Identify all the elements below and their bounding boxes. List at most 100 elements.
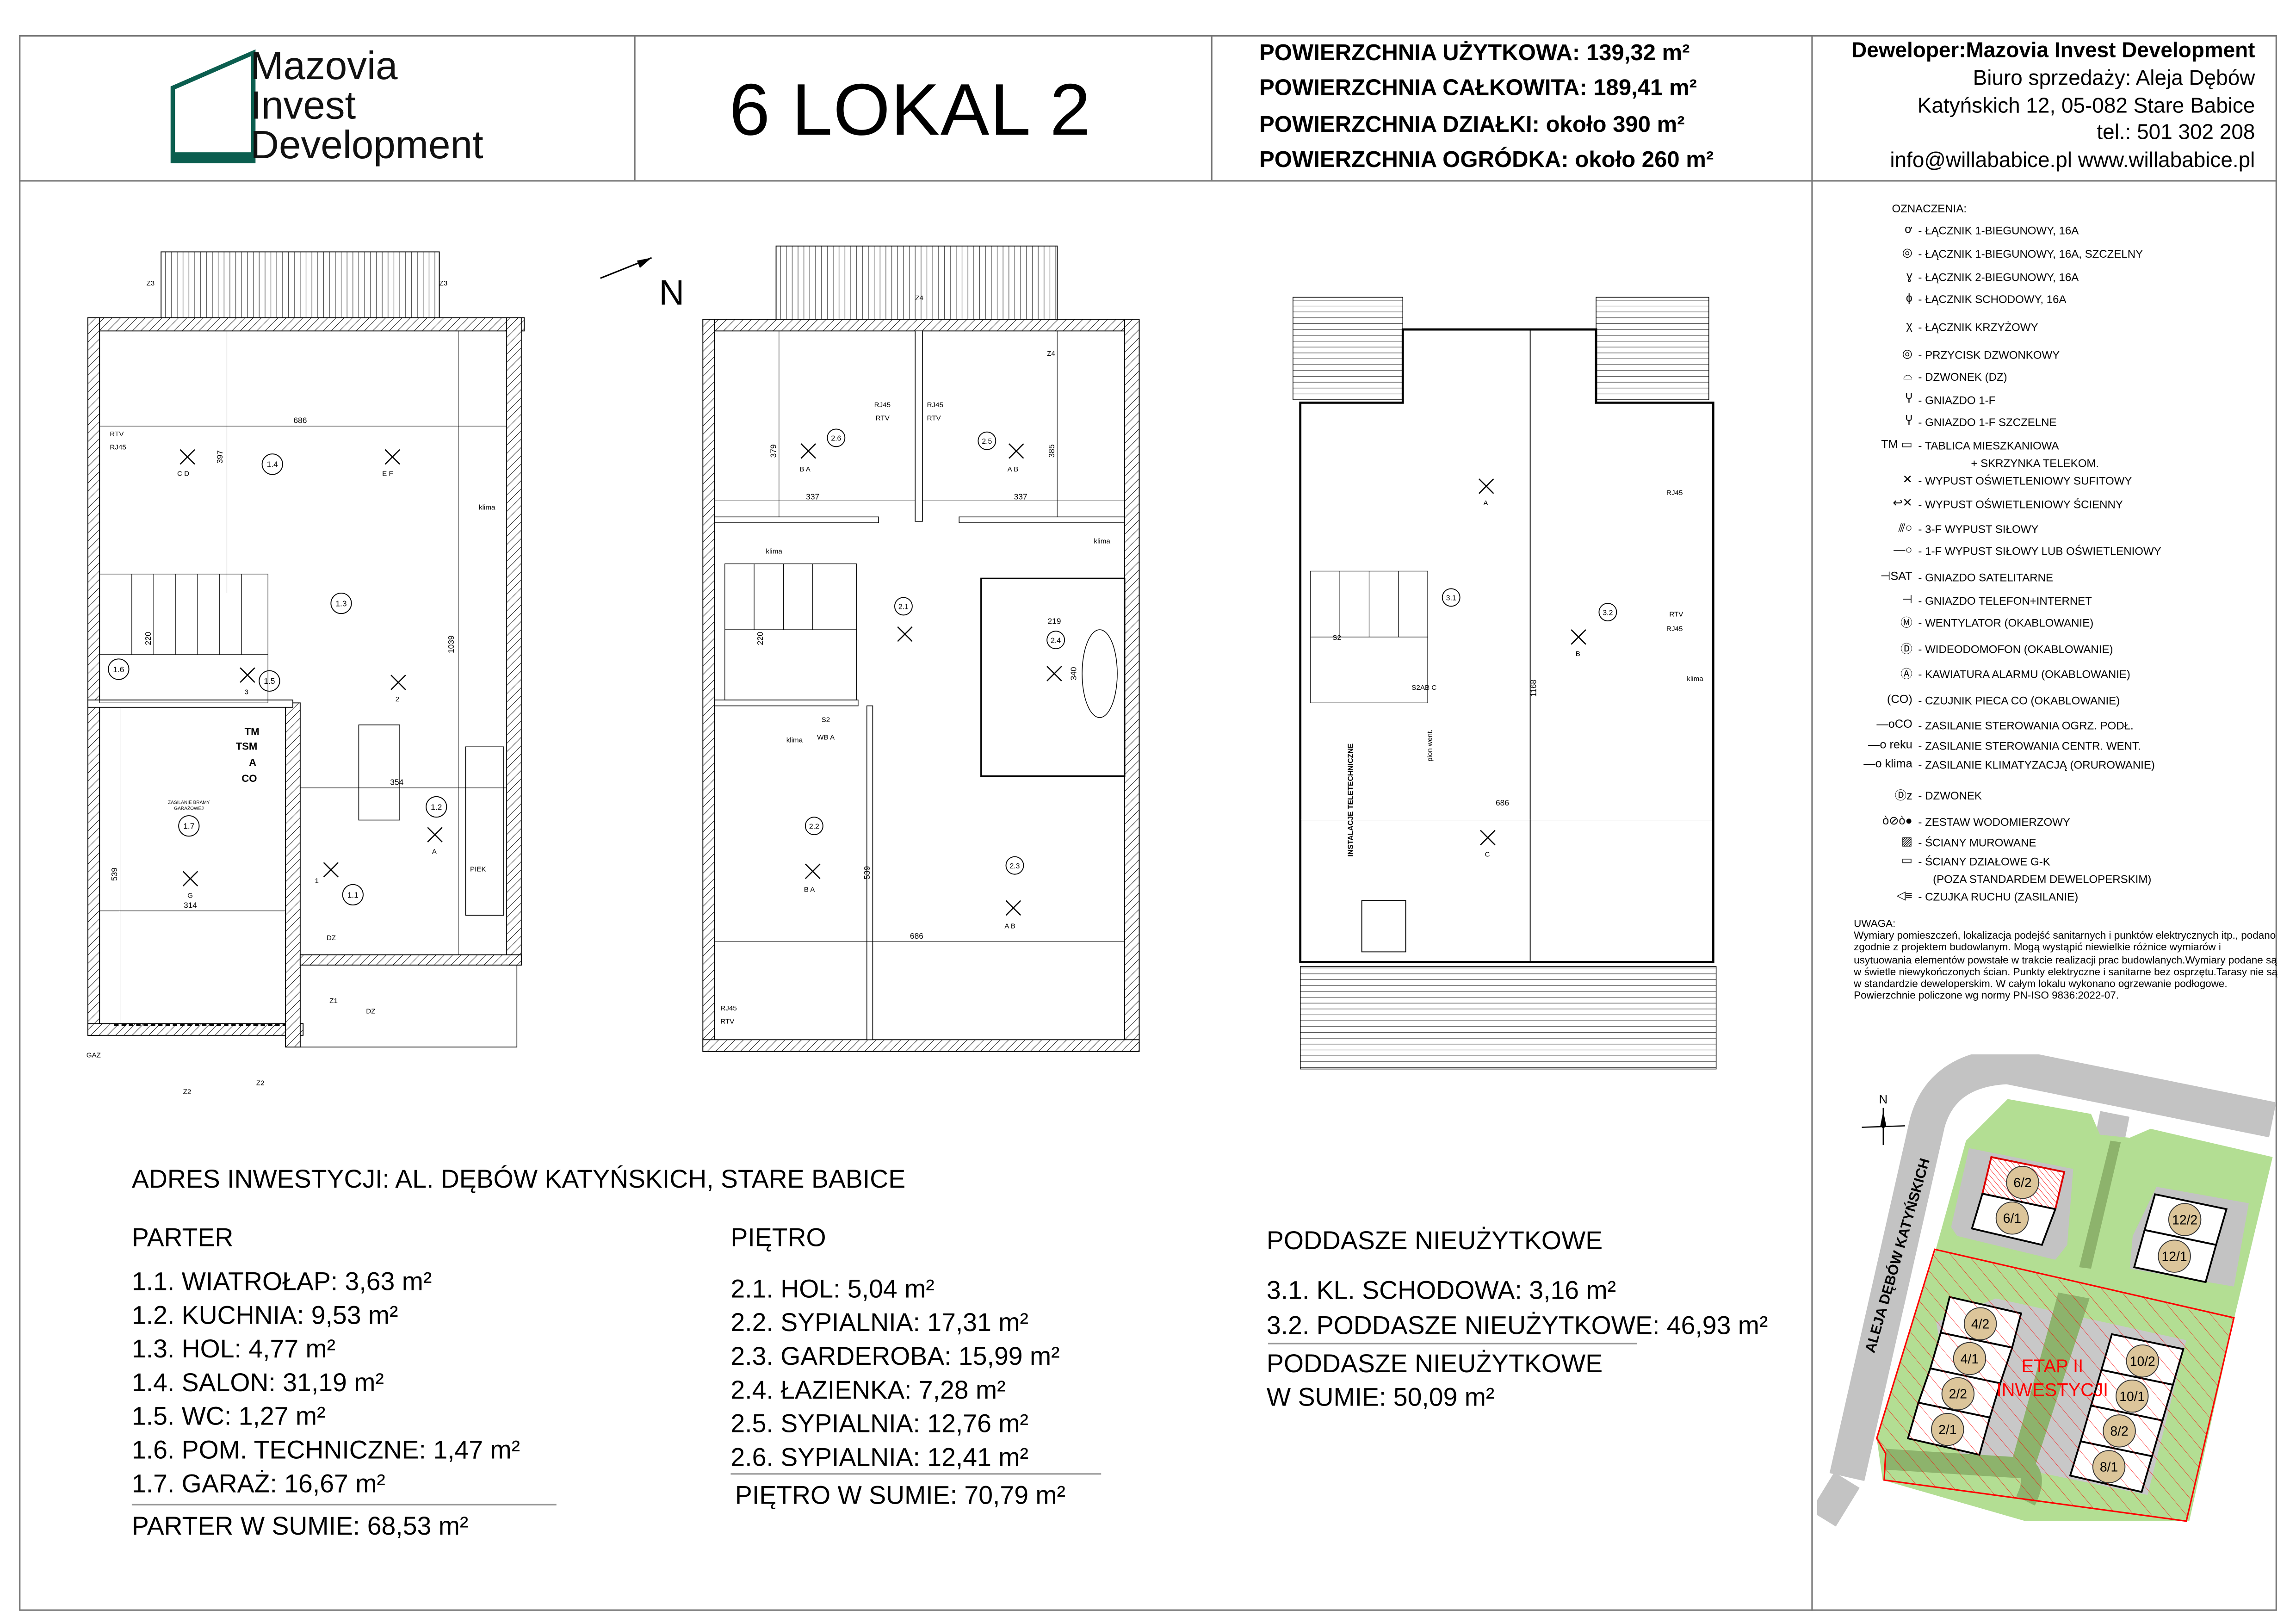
phone[interactable]: tel.: 501 302 208 [2097, 121, 2255, 145]
rtv-label: RTV [110, 430, 124, 438]
divider [730, 1473, 1102, 1475]
site-unit-label: 10/1 [2119, 1389, 2145, 1404]
satellite-socket-icon: ⊣SAT [1880, 570, 1912, 583]
site-unit-label: 4/2 [1971, 1317, 1989, 1332]
dimension-lines [99, 331, 507, 1024]
room-tag [805, 817, 823, 836]
aircon-power-icon: —o klima [1863, 757, 1912, 770]
room-area-row: 1.1. WIATROŁAP: 3,63 m² [131, 1266, 432, 1296]
light-letters: 2 [396, 695, 399, 703]
wall [87, 317, 525, 332]
dimension: 220 [755, 632, 765, 645]
legend-item-label: - GNIAZDO SATELITARNE [1918, 571, 2054, 584]
drywall-icon: ▭ [1901, 854, 1912, 867]
co-sensor-icon: (CO) [1887, 693, 1912, 706]
legend-item-label: - CZUJNIK PIECA CO (OKABLOWANIE) [1918, 694, 2120, 707]
alarm-keypad-icon: Ⓐ [1900, 668, 1912, 681]
switch-label: S2 [822, 716, 830, 724]
room-2-1: 2.1 [898, 603, 909, 611]
room-tag [108, 658, 130, 680]
dimension: 539 [110, 867, 119, 881]
legend-item-label: - ŁĄCZNIK SCHODOWY, 16A [1918, 293, 2067, 306]
wall [299, 954, 522, 966]
legend-item-label: - PRZYCISK DZWONKOWY [1918, 348, 2060, 362]
cross-switch-icon: χ [1906, 319, 1912, 333]
room-2-2: 2.2 [809, 823, 819, 831]
wall [506, 317, 522, 966]
stage-label: ETAP II [2021, 1356, 2083, 1376]
light-letters: A B [1004, 923, 1015, 930]
site-unit-label: 6/1 [2003, 1211, 2021, 1226]
logo-line-3: Development [250, 123, 483, 167]
legend-item-label: - GNIAZDO 1-F [1918, 394, 1996, 407]
legend-drywall-line2: (POZA STANDARDEM DEWELOPERSKIM) [1933, 873, 2152, 886]
dimension: 686 [1496, 798, 1509, 807]
room-area-row: 2.6. SYPIALNIA: 12,41 m² [730, 1442, 1028, 1472]
legend-item-label: - KAWIATURA ALARMU (OKABLOWANIE) [1918, 668, 2130, 681]
attic-total: W SUMIE: 50,09 m² [1266, 1382, 1495, 1412]
logo-line-1: Mazovia [250, 43, 398, 88]
ceiling-light-icon [179, 449, 443, 886]
divider [131, 1504, 557, 1505]
room-area-row: 1.7. GARAŻ: 16,67 m² [131, 1468, 385, 1498]
legend-item-label: - ZASILANIE STEROWANIA CENTR. WENT. [1918, 739, 2141, 753]
legend-item-label: - WIDEODOMOFON (OKABLOWANIE) [1918, 643, 2113, 657]
three-phase-outlet-icon: ⫻○ [1898, 521, 1912, 535]
room-tag [978, 431, 996, 450]
logo-line-2: Invest [250, 83, 356, 128]
light-letters: B A [799, 465, 811, 473]
contact-links[interactable]: info@willababice.pl www.willababice.pl [1890, 149, 2255, 173]
room-2-6: 2.6 [831, 435, 841, 443]
rj45-label: RJ45 [927, 401, 943, 409]
notes-text: Wymiary pomieszczeń, lokalizacja podejść… [1854, 930, 2278, 1002]
z4-label: Z4 [1047, 350, 1055, 358]
sheet-frame [19, 35, 2277, 1611]
tsm-label: TSM [236, 741, 258, 752]
ceiling-light-icon [800, 443, 1062, 916]
stairs [1310, 570, 1428, 703]
room-area-row: 2.5. SYPIALNIA: 12,76 m² [730, 1408, 1028, 1438]
kitchen-counter [465, 746, 504, 916]
panel-board-icon: TM ▭ [1881, 438, 1912, 451]
dimension: 397 [215, 450, 224, 464]
recuperation-power-icon: —o reku [1868, 738, 1912, 751]
stage-label: INWESTYCJI [1997, 1380, 2108, 1400]
wall-light-icon: ↩✕ [1893, 496, 1912, 510]
tm-label: TM [245, 726, 260, 737]
light-letters: B [1576, 650, 1580, 658]
light-letters: E F [382, 470, 393, 478]
legend-item-label: - ŁĄCZNIK 1-BIEGUNOWY, 16A [1918, 224, 2079, 237]
double-pole-switch-icon: ɣ [1906, 269, 1912, 283]
porch [300, 965, 518, 1047]
rj45-label: RJ45 [720, 1004, 736, 1012]
compass-north: N [1879, 1093, 1888, 1106]
road [1829, 1054, 2277, 1481]
wall [1124, 319, 1140, 1052]
z3-label: Z3 [439, 279, 448, 287]
dimension: 379 [769, 444, 778, 458]
rtv-label: RTV [876, 414, 890, 422]
room-area-row: 3.1. KL. SCHODOWA: 3,16 m² [1266, 1275, 1616, 1305]
legend-item-label: - GNIAZDO 1-F SZCZELNE [1918, 415, 2057, 429]
garden-area: POWIERZCHNIA OGRÓDKA: około 260 m² [1259, 148, 1714, 173]
doorbell-icon: Ⓓz [1894, 789, 1912, 803]
legend-item-label: - WENTYLATOR (OKABLOWANIE) [1918, 616, 2094, 630]
kitchen-counter [358, 724, 400, 821]
room-tag [1046, 631, 1065, 650]
z3-label: Z3 [147, 279, 155, 287]
sales-office: Biuro sprzedaży: Aleja Dębów [1973, 67, 2255, 91]
site-unit-label: 6/2 [2013, 1175, 2031, 1190]
dimension: 337 [1014, 492, 1027, 501]
site-unit-label: 8/2 [2110, 1424, 2128, 1438]
bell-button-icon: ◎ [1902, 347, 1912, 360]
ground-floor-total: PARTER W SUMIE: 68,53 m² [131, 1511, 469, 1541]
first-floor-total: PIĘTRO W SUMIE: 70,79 m² [735, 1481, 1066, 1510]
room-tag [1005, 856, 1024, 875]
dz-label: DZ [327, 934, 336, 942]
wall [87, 317, 100, 1036]
stairs [99, 574, 268, 703]
investment-address: ADRES INWESTYCJI: AL. DĘBÓW KATYŃSKICH, … [131, 1164, 906, 1194]
stair-switch-icon: ɸ [1906, 291, 1912, 305]
klima-label: klima [766, 547, 782, 555]
legend-item-label: - ZESTAW WODOMIERZOWY [1918, 816, 2070, 829]
